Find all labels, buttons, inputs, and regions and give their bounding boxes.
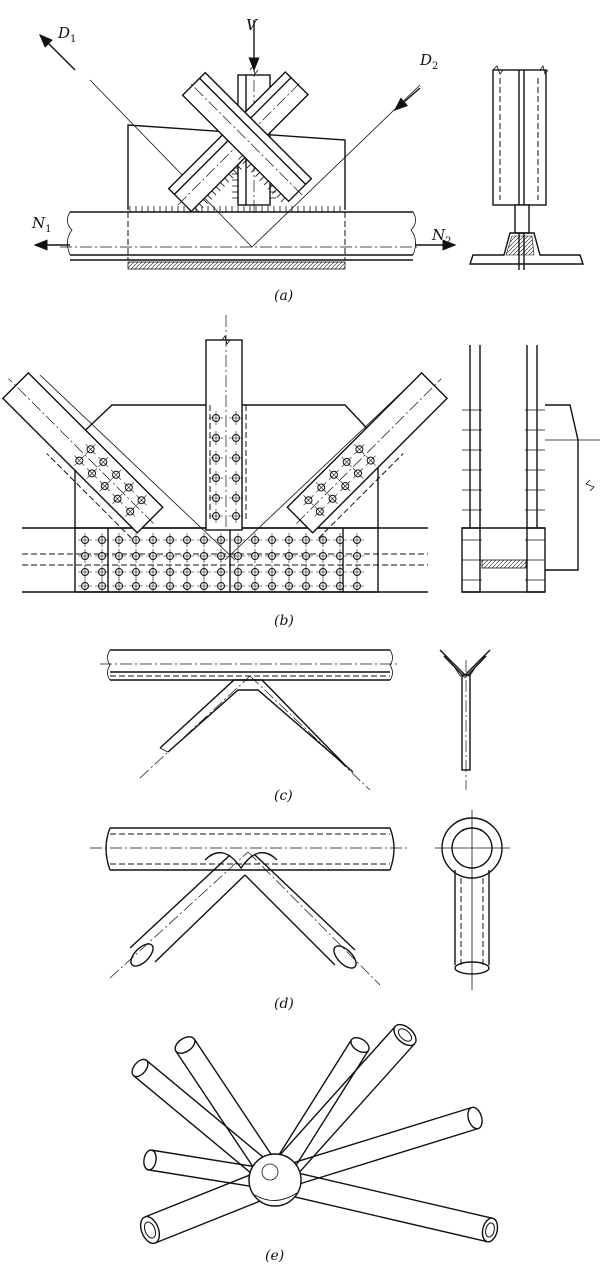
- chord-c: [100, 649, 400, 681]
- panel-e: (e): [131, 1023, 499, 1264]
- tube-member: [279, 1025, 416, 1173]
- side-view-b: [461, 345, 600, 593]
- braces-d: [109, 851, 381, 986]
- caption-d: (d): [274, 996, 294, 1012]
- label-v: V: [246, 16, 259, 34]
- diagonal-d2-a: [181, 71, 313, 203]
- tube-member: [293, 1172, 493, 1243]
- vertical-member-b: [205, 315, 247, 531]
- label-d2: D2: [419, 51, 438, 72]
- tube-member: [292, 1106, 479, 1185]
- tube-member: [175, 1038, 273, 1169]
- caption-b: (b): [274, 613, 294, 629]
- panel-d: (d): [90, 810, 510, 1012]
- tube-member: [148, 1149, 255, 1188]
- diagonal-right-b: [286, 371, 449, 539]
- vertical-bolts: [209, 411, 243, 523]
- caption-a: (a): [274, 288, 293, 304]
- label-n2: N2: [431, 226, 452, 247]
- panel-b: (b): [1, 315, 600, 629]
- panel-a: D1 D2 V N1 N2 (a): [31, 16, 584, 304]
- chord-b: [22, 527, 428, 593]
- side-view-a: [469, 65, 584, 270]
- section-d: [435, 810, 510, 990]
- panel-c: (c): [100, 649, 491, 804]
- section-c: [439, 649, 491, 790]
- diagonal-left-b: [1, 371, 164, 539]
- caption-c: (c): [274, 788, 293, 804]
- ball-node: [248, 1153, 302, 1207]
- web-members-c: [139, 675, 371, 791]
- chord-bolts: [78, 533, 364, 593]
- label-d1: D1: [57, 24, 76, 45]
- tube-member: [144, 1174, 261, 1244]
- tube-member: [277, 1039, 370, 1168]
- caption-e: (e): [265, 1248, 284, 1264]
- chord-d: [90, 827, 410, 871]
- label-n1: N1: [31, 214, 52, 235]
- chord-a: [60, 206, 420, 270]
- tubes-e: [131, 1023, 499, 1245]
- tube-member: [133, 1059, 265, 1175]
